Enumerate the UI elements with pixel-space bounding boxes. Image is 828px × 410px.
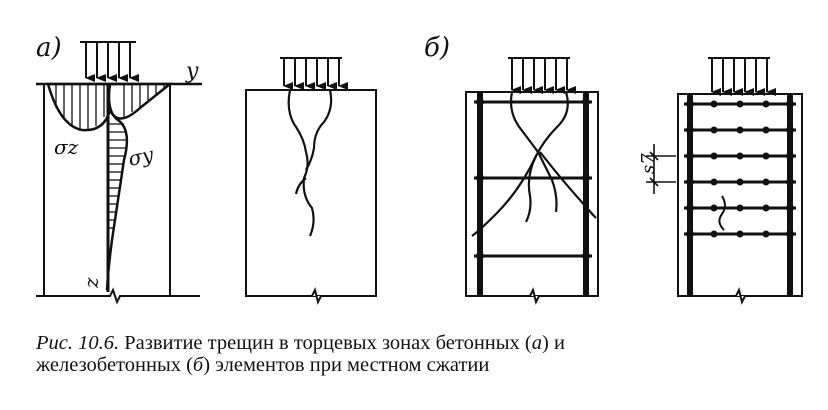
caption-line2-end: ) элементов при местном сжатии (203, 354, 490, 376)
load-arrows-b2 (708, 57, 776, 96)
rc-block-b2 (677, 93, 803, 305)
panel-a: а) y (36, 33, 202, 305)
panel-a-label: а) (36, 33, 62, 63)
sigma-y-diagram (105, 83, 129, 292)
caption-letter-a: а (531, 332, 542, 354)
load-arrows-a2 (280, 57, 348, 90)
mesh-dots-b2 (686, 100, 794, 238)
caption-letter-b: б (192, 354, 204, 376)
concrete-block-a2 (245, 89, 377, 305)
sigma-z-diagram (46, 82, 174, 132)
y-axis-label: y (185, 59, 199, 84)
rebar-dots-b (476, 98, 590, 260)
load-arrows-b (508, 57, 576, 94)
figure-diagram: а) y (36, 33, 803, 305)
panel-b-mesh: s7 (638, 57, 803, 305)
panel-a-crack (245, 57, 377, 305)
small-crack-b2 (718, 195, 726, 231)
figure-caption: Рис. 10.6. Развитие трещин в торцевых зо… (36, 332, 806, 376)
panel-b-label: б) (424, 33, 450, 63)
caption-prefix: Рис. 10.6. (36, 332, 120, 354)
rc-block-b (465, 91, 599, 305)
z-axis-label: z (79, 277, 103, 289)
spacing-label: s7 (638, 153, 659, 174)
sigma-y-label: σy (126, 142, 156, 171)
caption-mid: ) и (542, 332, 565, 354)
sigma-z-label: σz (54, 135, 79, 159)
panel-b: б) (424, 33, 599, 305)
caption-line1: Развитие трещин в торцевых зонах бетонны… (124, 332, 532, 354)
load-arrows-a (80, 41, 139, 82)
caption-line2: железобетонных ( (36, 354, 193, 376)
concrete-block-a (36, 84, 200, 305)
crack-lines-b (471, 91, 597, 237)
spacing-dimension (646, 144, 676, 194)
crack-lines-a2 (287, 89, 333, 237)
